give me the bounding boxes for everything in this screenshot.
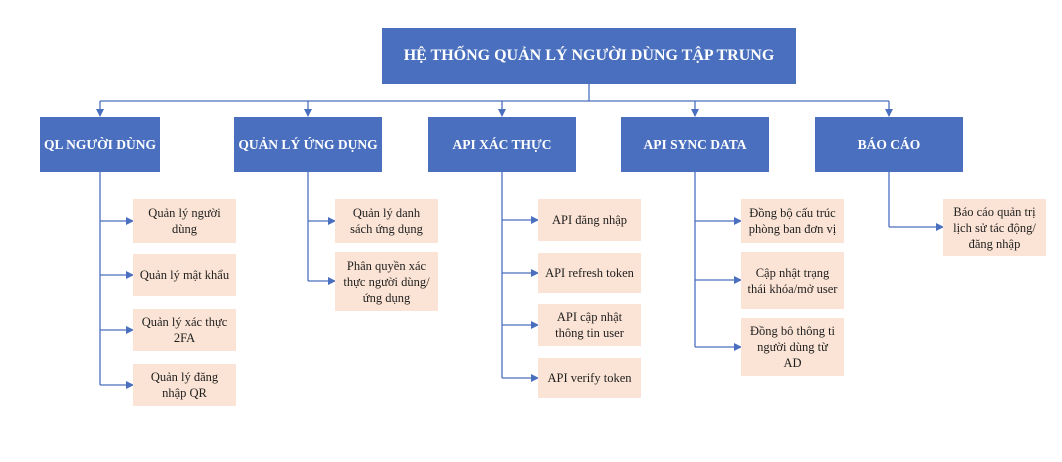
leaf-api-verify-token: API verify token <box>538 358 641 398</box>
leaf-sync-user-from-ad: Đồng bô thông ti người dùng từ AD <box>741 318 844 376</box>
category-app-management: QUẢN LÝ ỨNG DỤNG <box>234 117 382 172</box>
category-label: BÁO CÁO <box>857 136 921 152</box>
category-label: QL NGƯỜI DÙNG <box>43 136 156 152</box>
root-title-box: HỆ THỐNG QUẢN LÝ NGƯỜI DÙNG TẬP TRUNG <box>382 28 796 84</box>
category-user-management: QL NGƯỜI DÙNG <box>40 117 160 172</box>
root-title: HỆ THỐNG QUẢN LÝ NGƯỜI DÙNG TẬP TRUNG <box>403 47 775 64</box>
leaf-app-permissions: Phân quyền xác thực người dùng/ ứng dụng <box>335 252 438 311</box>
category-auth-api: API XÁC THỰC <box>428 117 576 172</box>
leaf-api-login: API đăng nhập <box>538 199 641 241</box>
category-label: API XÁC THỰC <box>452 136 552 152</box>
leaf-api-refresh-token: API refresh token <box>538 253 641 293</box>
leaf-report-activity-history: Báo cáo quản trị lịch sử tác động/ đăng … <box>943 199 1046 256</box>
leaf-sync-user-lock-status: Cập nhật trạng thái khóa/mở user <box>741 252 844 309</box>
leaf-user-management: Quản lý người dùng <box>133 199 236 243</box>
category-label: API SYNC DATA <box>643 136 747 152</box>
leaf-sync-org-structure: Đồng bộ cấu trúc phòng ban đơn vị <box>741 199 844 243</box>
leaf-api-update-user: API cập nhật thông tin user <box>538 304 641 346</box>
leaf-password-management: Quản lý mật khẩu <box>133 254 236 296</box>
leaf-app-list-management: Quản lý danh sách ứng dụng <box>335 199 438 243</box>
leaf-2fa-management: Quản lý xác thực 2FA <box>133 309 236 351</box>
category-label: QUẢN LÝ ỨNG DỤNG <box>238 136 378 152</box>
category-reports: BÁO CÁO <box>815 117 963 172</box>
leaf-qr-login-management: Quản lý đăng nhập QR <box>133 364 236 406</box>
category-sync-api: API SYNC DATA <box>621 117 769 172</box>
